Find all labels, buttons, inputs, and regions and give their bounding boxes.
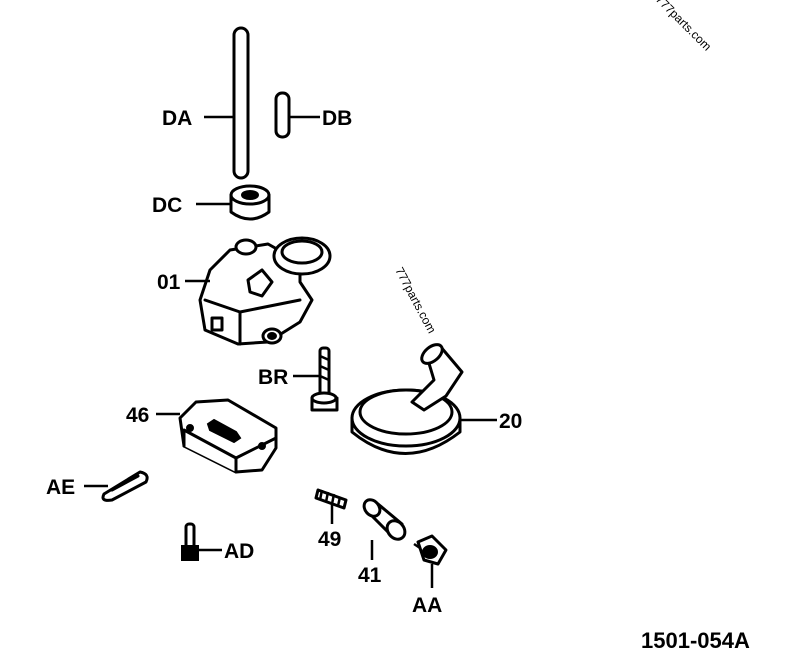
label-49: 49 [318,528,341,551]
watermark-center: 777parts.com [392,265,438,336]
watermark-top: 777parts.com [653,0,714,54]
part-20-cap [350,343,464,455]
label-20: 20 [499,410,522,433]
part-41-sleeve [362,498,407,541]
part-da-rod [232,26,250,180]
label-aa: AA [412,594,442,617]
label-41: 41 [358,564,382,587]
part-46-plate [178,398,278,474]
label-01: 01 [157,271,181,294]
figure-code: 1501-054A [641,628,750,653]
part-dc-grommet [229,184,271,221]
label-br: BR [258,366,288,389]
label-dc: DC [152,194,182,217]
part-ae-clip [101,470,149,502]
part-db-pin [274,91,291,139]
part-49-spring [314,488,348,510]
label-ae: AE [46,476,75,499]
part-br-bolt [310,346,339,412]
label-46: 46 [126,404,149,427]
part-ad-screw [181,522,199,561]
label-ad: AD [224,540,254,563]
label-db: DB [322,107,352,130]
part-01-valve-body [198,236,332,346]
label-da: DA [162,107,192,130]
part-aa-fitting [413,534,448,566]
